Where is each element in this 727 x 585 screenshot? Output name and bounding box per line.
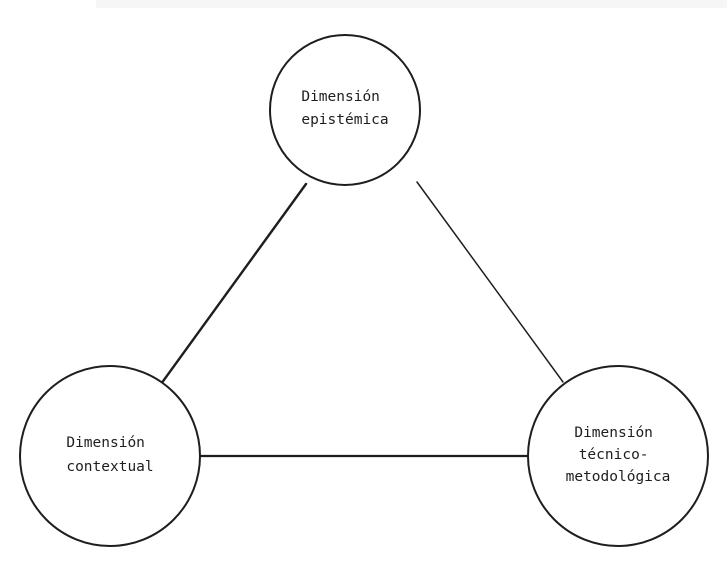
node-epistemica-circle bbox=[269, 34, 421, 186]
edges-layer bbox=[159, 181, 564, 458]
node-contextual-label: Dimensión contextual bbox=[66, 435, 153, 475]
node-contextual-circle bbox=[19, 365, 201, 547]
node-tecnico-circle bbox=[527, 365, 709, 547]
node-tecnico-line-1: Dimensión bbox=[574, 425, 653, 441]
node-epistemica-line-1: Dimensión bbox=[301, 89, 380, 105]
nodes-layer: Dimensión epistémica Dimensión contextua… bbox=[19, 34, 709, 547]
node-epistemica-line-2: epistémica bbox=[301, 112, 388, 128]
node-epistemica[interactable]: Dimensión epistémica bbox=[269, 34, 421, 186]
node-tecnico[interactable]: Dimensión técnico- metodológica bbox=[527, 365, 709, 547]
node-tecnico-line-3: metodológica bbox=[566, 469, 671, 485]
node-contextual-line-2: contextual bbox=[66, 459, 153, 475]
edge-epistemica-contextual bbox=[159, 182, 308, 386]
edge-epistemica-tecnico bbox=[416, 181, 564, 383]
node-contextual-line-1: Dimensión bbox=[66, 435, 145, 451]
top-band bbox=[96, 0, 727, 8]
node-contextual[interactable]: Dimensión contextual bbox=[19, 365, 201, 547]
node-epistemica-label: Dimensión epistémica bbox=[301, 89, 388, 128]
node-tecnico-label: Dimensión técnico- metodológica bbox=[566, 425, 671, 485]
node-tecnico-line-2: técnico- bbox=[579, 447, 649, 463]
